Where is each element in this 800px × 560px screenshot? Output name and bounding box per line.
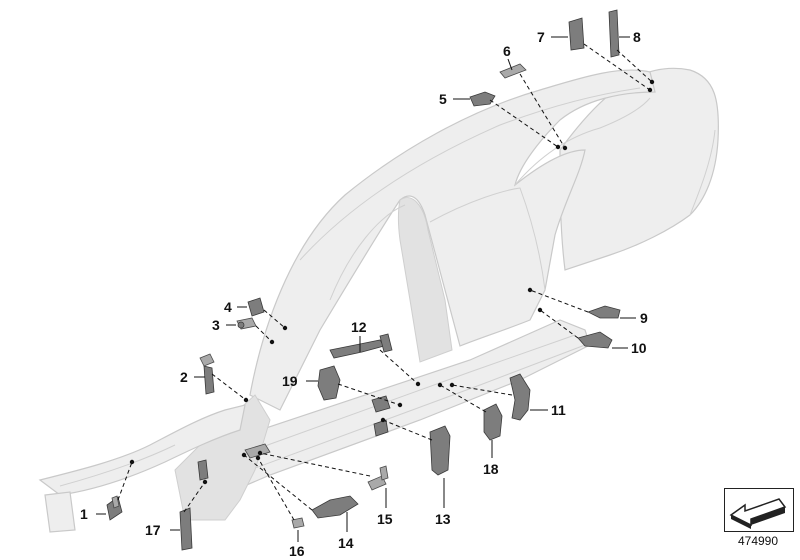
part-8-bracket bbox=[608, 9, 620, 58]
reference-box bbox=[724, 488, 794, 532]
part-1-bracket bbox=[106, 495, 123, 521]
callout-15: 15 bbox=[377, 511, 393, 527]
callout-4: 4 bbox=[224, 299, 232, 315]
callout-3: 3 bbox=[212, 317, 220, 333]
callout-7: 7 bbox=[537, 29, 545, 45]
part-9-bracket bbox=[586, 305, 621, 319]
part-7-bracket bbox=[568, 17, 585, 51]
part-2-bracket bbox=[199, 353, 215, 395]
callout-2: 2 bbox=[180, 369, 188, 385]
part-10-bracket bbox=[577, 331, 613, 349]
part-13-bracket bbox=[429, 425, 451, 476]
callout-labels: 1 2 3 4 5 6 7 8 9 10 11 12 13 14 15 16 1… bbox=[80, 29, 648, 559]
callout-13: 13 bbox=[435, 511, 451, 527]
part-4-bracket bbox=[247, 297, 265, 317]
callout-8: 8 bbox=[633, 29, 641, 45]
reference-number: 474990 bbox=[737, 534, 779, 548]
callout-17: 17 bbox=[145, 522, 161, 538]
part-15-bracket bbox=[367, 465, 389, 491]
callout-5: 5 bbox=[439, 91, 447, 107]
part-19-bracket bbox=[317, 365, 341, 401]
part-17-bracket bbox=[179, 507, 193, 551]
part-14-bracket bbox=[311, 495, 359, 519]
dashed-lines bbox=[117, 43, 653, 521]
part-5-bracket bbox=[469, 91, 496, 107]
callout-10: 10 bbox=[631, 340, 647, 356]
part-12-bracket bbox=[329, 333, 393, 359]
part-3-bracket bbox=[236, 317, 257, 330]
callout-14: 14 bbox=[338, 535, 354, 551]
leader-lines bbox=[96, 36, 636, 542]
body-side-frame bbox=[38, 67, 719, 533]
callout-11: 11 bbox=[551, 402, 566, 418]
attachment-dots bbox=[129, 79, 655, 485]
arrow-icon bbox=[729, 498, 787, 529]
part-16-bracket bbox=[291, 517, 305, 529]
part-18-bracket bbox=[483, 403, 503, 441]
part-11-bracket bbox=[509, 373, 531, 421]
callout-16: 16 bbox=[289, 543, 305, 559]
callout-18: 18 bbox=[483, 461, 499, 477]
part-6-bracket bbox=[499, 63, 527, 79]
callout-9: 9 bbox=[640, 310, 648, 326]
callout-1: 1 bbox=[80, 506, 88, 522]
callout-6: 6 bbox=[503, 43, 511, 59]
callout-12: 12 bbox=[351, 319, 367, 335]
callout-19: 19 bbox=[282, 373, 298, 389]
